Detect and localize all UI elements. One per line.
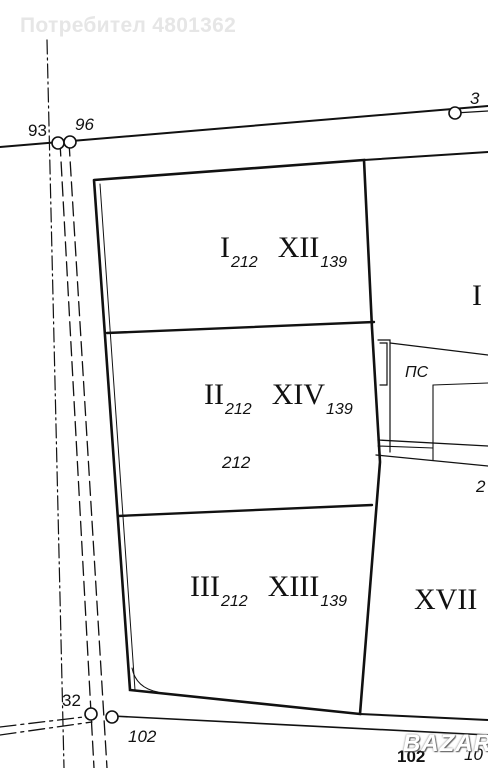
road-edge-c	[377, 445, 434, 449]
parcel-area-label: 212	[222, 453, 251, 472]
block-number-sub: 139	[326, 401, 353, 418]
parcel-edge-inner	[99, 183, 136, 691]
point-label-96: 96	[75, 115, 94, 134]
survey-point-32	[84, 707, 98, 721]
street-line-bottom-a	[0, 715, 93, 728]
survey-point-3	[448, 106, 462, 120]
parcel-number: II	[204, 378, 224, 411]
parcel-number: III	[190, 570, 220, 603]
parcel-number: I	[220, 231, 230, 264]
block-number-sub: 139	[320, 254, 348, 271]
street-line-left-b	[68, 141, 108, 768]
substation-outline	[377, 339, 391, 453]
bazar-logo: BAZAR	[403, 730, 488, 757]
street-axis-left	[46, 39, 65, 768]
survey-point-96	[63, 135, 77, 149]
substation-inner-a	[432, 382, 488, 386]
substation-roof	[379, 342, 388, 386]
survey-point-93	[51, 136, 65, 150]
street-line-top	[0, 105, 488, 148]
parcel-label-1: I212 XII139	[220, 231, 348, 272]
block-boundary-top	[363, 151, 488, 161]
point-label-10: 10	[464, 745, 483, 764]
street-line-left-a	[59, 141, 95, 768]
parcel-number-sub: 212	[220, 593, 248, 610]
substation-top	[389, 342, 488, 356]
point-label-102-bottom: 102	[397, 747, 426, 766]
survey-point-102	[105, 710, 119, 724]
point-label-93: 93	[28, 121, 47, 140]
block-number: XII	[277, 231, 320, 264]
parcel-label-3: III212 XIII139	[190, 570, 348, 611]
block-number-sub: 139	[320, 593, 348, 610]
area-label-right: 2	[476, 477, 486, 496]
partition-line-2	[116, 503, 374, 518]
block-number: XIV	[271, 378, 326, 411]
parcel-label-right-3: XVII	[414, 583, 478, 616]
point-label-3: 3	[470, 89, 480, 108]
street-line-bottom	[111, 715, 488, 736]
block-number: XIII	[267, 570, 320, 603]
parcel-number-sub: 212	[224, 401, 252, 418]
parcel-label-right-1: I	[472, 279, 482, 312]
road-edge-b	[375, 454, 488, 467]
road-edge-a	[377, 439, 488, 447]
parcel-label-2: II212 XIV139	[204, 378, 353, 419]
partition-line-1	[105, 320, 376, 335]
parcel-corner-curve	[131, 667, 159, 693]
street-line-bottom-b	[0, 721, 93, 736]
block-boundary-bottom	[359, 713, 488, 721]
watermark: Потребител 4801362	[20, 14, 237, 37]
substation-label: ПС	[405, 364, 429, 381]
point-label-102: 102	[128, 727, 157, 746]
point-label-32: 32	[62, 691, 81, 710]
parcel-number-sub: 212	[231, 254, 258, 271]
